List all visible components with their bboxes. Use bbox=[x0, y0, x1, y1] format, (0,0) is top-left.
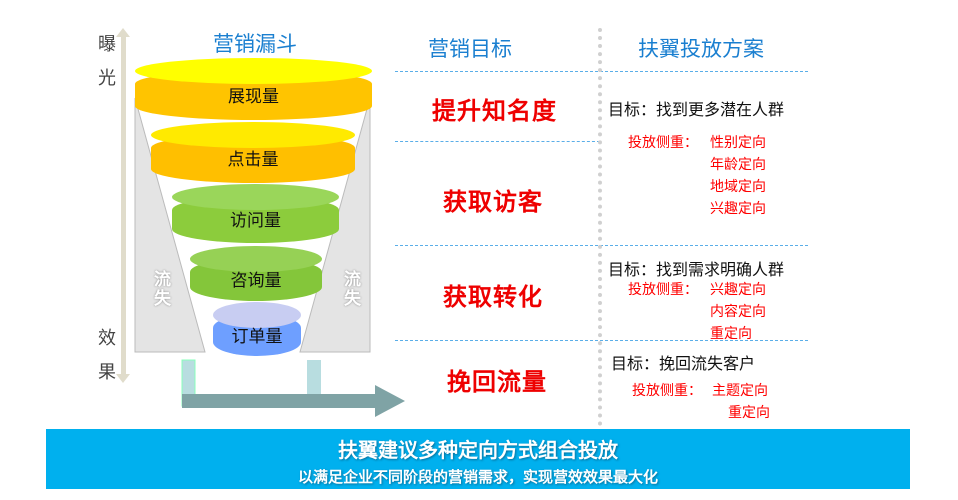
axis-arrow-bottom bbox=[116, 374, 130, 383]
focus-item: 地域定向 bbox=[710, 179, 766, 195]
banner-subtitle: 以满足企业不同阶段的营销需求，实现营效效果最大化 bbox=[297, 468, 658, 486]
axis-arrow-top bbox=[116, 28, 130, 37]
funnel-stage-visits: 访问量 bbox=[172, 184, 339, 243]
axis-label-top-1: 曝 bbox=[98, 34, 116, 55]
axis-label-top-2: 光 bbox=[98, 68, 116, 89]
plan-focus-list: 主题定向 重定向 bbox=[712, 380, 770, 424]
focus-item: 重定向 bbox=[728, 405, 770, 421]
loss-label-left: 流失 bbox=[150, 270, 170, 308]
goal-visitors: 获取访客 bbox=[443, 188, 543, 216]
axis-label-bottom-1: 效 bbox=[98, 328, 116, 349]
plan-focus-list: 兴趣定向 内容定向 重定向 bbox=[710, 279, 766, 345]
banner-title: 扶翼建议多种定向方式组合投放 bbox=[338, 438, 618, 462]
goals-header: 营销目标 bbox=[428, 37, 512, 61]
flow-arrow bbox=[181, 359, 405, 417]
funnel-stage-clicks: 点击量 bbox=[151, 122, 355, 183]
focus-item: 性别定向 bbox=[710, 135, 766, 151]
focus-item: 内容定向 bbox=[710, 304, 766, 320]
plan-focus-label: 投放侧重： bbox=[628, 282, 698, 298]
focus-item: 兴趣定向 bbox=[710, 282, 766, 298]
focus-item: 兴趣定向 bbox=[710, 201, 766, 217]
plans-header: 扶翼投放方案 bbox=[638, 37, 764, 61]
plan-target: 目标：找到需求明确人群 bbox=[608, 260, 785, 279]
goal-retention: 挽回流量 bbox=[447, 368, 547, 396]
column-divider bbox=[598, 28, 602, 426]
plan-focus-label: 投放侧重： bbox=[628, 135, 698, 151]
funnel-stage-orders: 订单量 bbox=[213, 302, 301, 356]
funnel-stage-impressions: 展现量 bbox=[135, 58, 372, 120]
goal-conversion: 获取转化 bbox=[443, 283, 543, 311]
divider bbox=[395, 141, 600, 142]
focus-item: 年龄定向 bbox=[710, 157, 766, 173]
plan-focus-list: 性别定向 年龄定向 地域定向 兴趣定向 bbox=[710, 132, 766, 220]
vertical-axis-arrow bbox=[121, 32, 126, 377]
focus-item: 主题定向 bbox=[712, 383, 768, 399]
focus-item: 重定向 bbox=[710, 326, 752, 342]
plan-focus-label: 投放侧重： bbox=[632, 383, 702, 399]
plan-target: 目标：挽回流失客户 bbox=[611, 354, 756, 373]
funnel-title: 营销漏斗 bbox=[213, 32, 297, 56]
goal-awareness: 提升知名度 bbox=[432, 97, 557, 125]
axis-label-bottom-2: 果 bbox=[98, 362, 116, 383]
summary-banner: 扶翼建议多种定向方式组合投放 以满足企业不同阶段的营销需求，实现营效效果最大化 bbox=[46, 429, 910, 489]
funnel-stage-inquiries: 咨询量 bbox=[190, 246, 322, 301]
loss-label-right: 流失 bbox=[340, 270, 360, 308]
plan-target: 目标：找到更多潜在人群 bbox=[608, 100, 785, 119]
